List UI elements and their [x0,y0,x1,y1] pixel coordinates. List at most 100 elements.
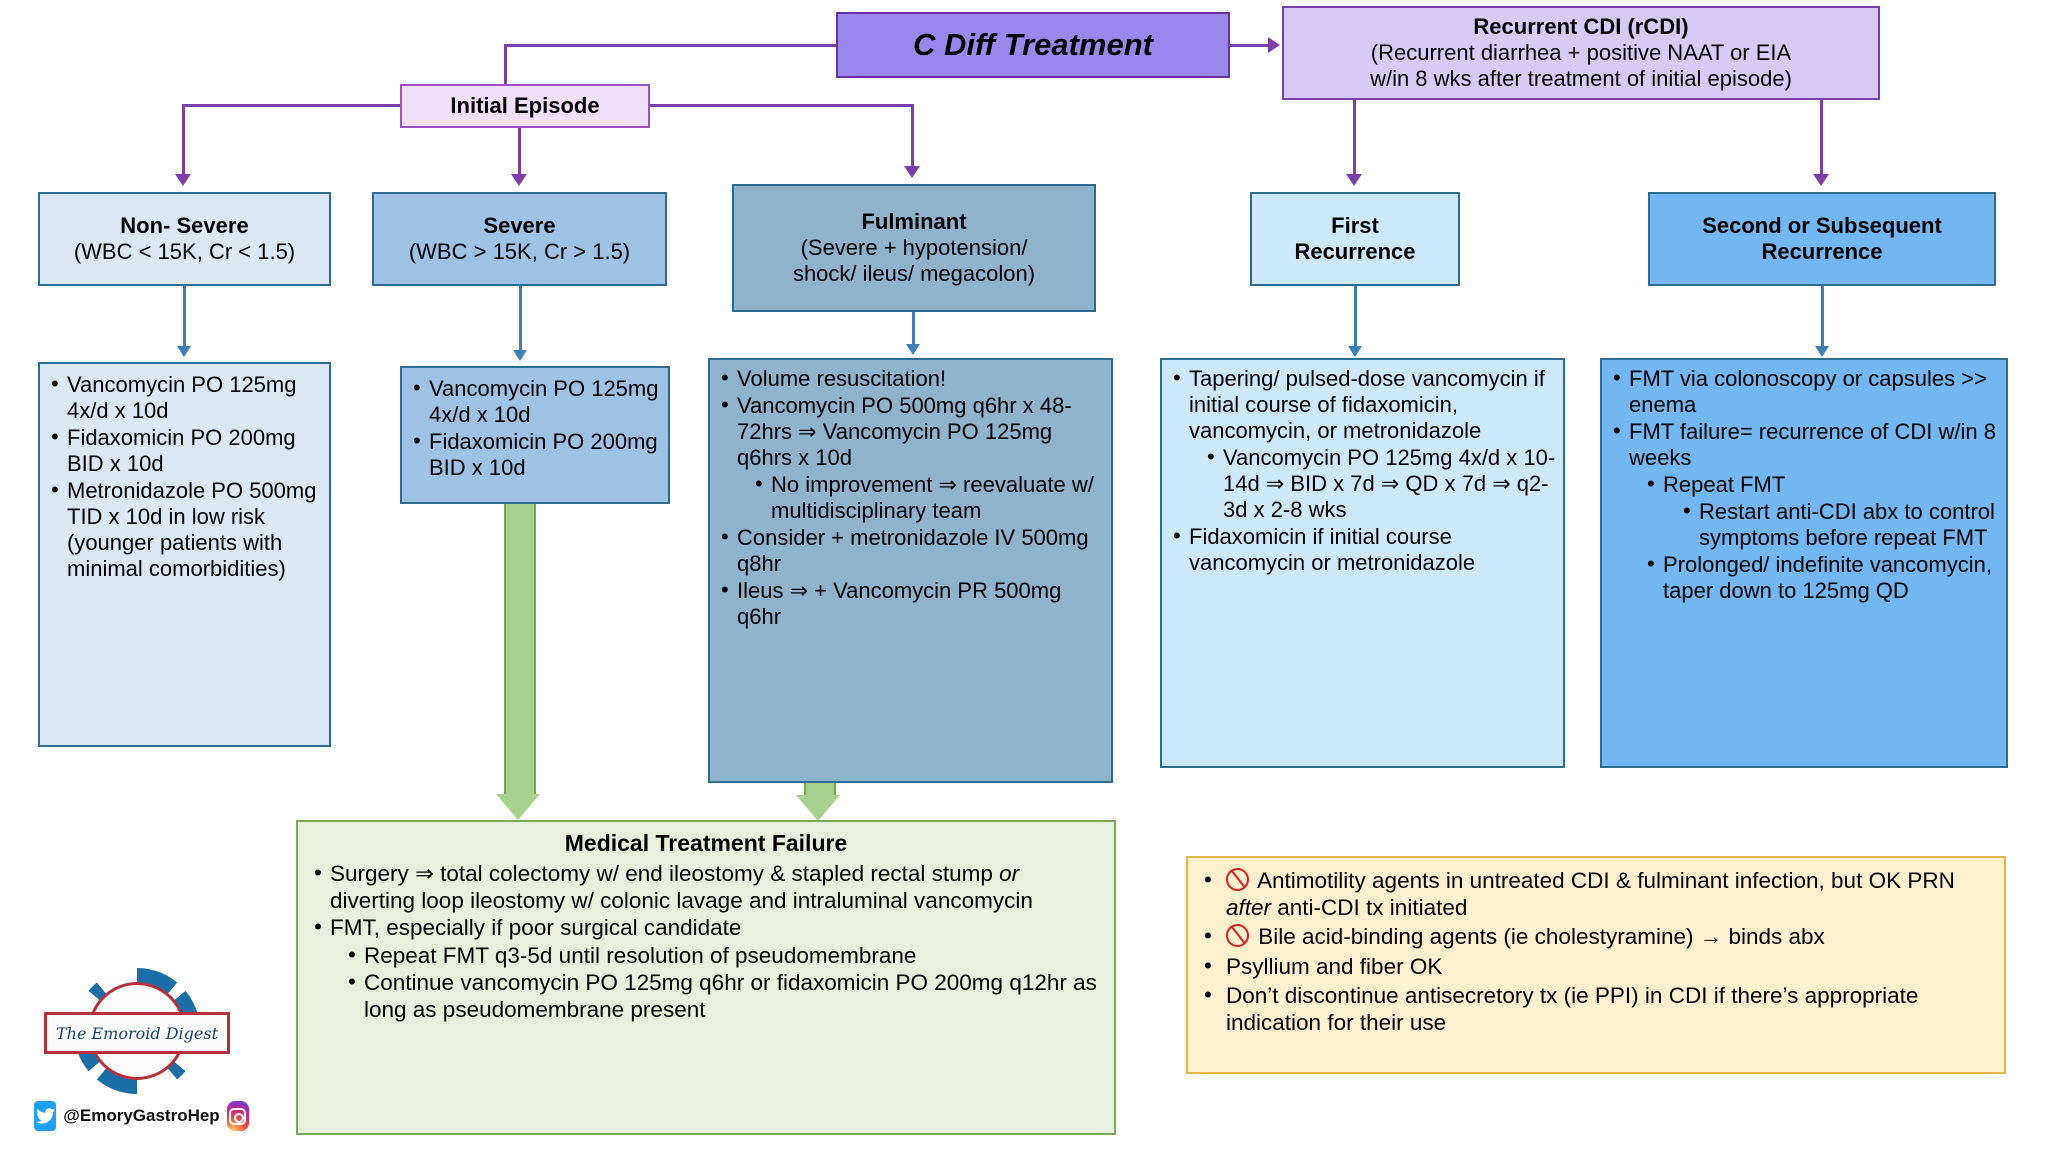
branding-block: The Emoroid Digest @EmoryGastroHep [22,968,252,1138]
arrow-severe-to-failure [496,504,540,820]
cdiff-label-rest: Treatment [995,26,1153,62]
arrow-cdiff-to-rcdi [1268,37,1280,53]
connector-first-to-tx [1354,286,1357,348]
arrow-fulminant-to-failure [796,783,840,821]
logo-ribbon: The Emoroid Digest [44,1012,230,1054]
arrow-to-severe [511,174,527,186]
fulminant-criteria-line1: (Severe + hypotension/ [800,235,1028,261]
rcdi-line3: w/in 8 wks after treatment of initial ep… [1370,65,1792,91]
rcdi-line2: (Recurrent diarrhea + positive NAAT or E… [1370,40,1792,66]
first-recurrence-line1: First [1331,213,1379,239]
first-recurrence-line2: Recurrence [1294,239,1416,264]
treatment-item: Volume resuscitation! [715,365,1106,392]
non-severe-criteria: (WBC < 15K, Cr < 1.5) [73,239,296,264]
arrow-to-second-recurrence [1813,174,1829,186]
treatment-item: Tapering/ pulsed-dose vancomycin if init… [1167,365,1558,444]
node-severe[interactable]: Severe (WBC > 15K, Cr > 1.5) [372,192,667,286]
second-recurrence-line1: Second or Subsequent [1702,213,1942,239]
failure-title: Medical Treatment Failure [564,830,848,856]
treatment-item: Vancomycin PO 125mg 4x/d x 10d [407,375,663,428]
node-first-recurrence[interactable]: First Recurrence [1250,192,1460,286]
arrow-severe-tx [513,350,527,361]
fulminant-criteria-line2: shock/ ileus/ megacolon) [792,260,1036,286]
treatment-severe[interactable]: Vancomycin PO 125mg 4x/d x 10dFidaxomici… [400,366,670,504]
treatment-item: Fidaxomicin PO 200mg BID x 10d [45,424,324,477]
node-fulminant[interactable]: Fulminant (Severe + hypotension/ shock/ … [732,184,1096,312]
treatment-item: Repeat FMT [1607,471,2001,498]
node-medical-treatment-failure[interactable]: Medical Treatment Failure Surgery ⇒ tota… [296,820,1116,1135]
treatment-item: Vancomycin PO 125mg 4x/d x 10d [45,371,324,424]
treatment-second-recurrence[interactable]: FMT via colonoscopy or capsules >> enema… [1600,358,2008,768]
connector-initial-to-nonsevere-v [182,104,185,176]
non-severe-title: Non- Severe [120,213,249,239]
cdiff-label-italic: C Diff [912,26,996,62]
failure-item: Repeat FMT q3-5d until resolution of pse… [308,942,1104,970]
treatment-item: Prolonged/ indefinite vancomycin, taper … [1607,551,2001,604]
node-cdiff-treatment[interactable]: C Diff Treatment [836,12,1230,78]
caution-note-box[interactable]: Antimotility agents in untreated CDI & f… [1186,856,2006,1074]
node-non-severe[interactable]: Non- Severe (WBC < 15K, Cr < 1.5) [38,192,331,286]
first-recurrence-treatment-list: Tapering/ pulsed-dose vancomycin if init… [1167,365,1558,576]
caution-item-list: Antimotility agents in untreated CDI & f… [1198,867,1994,1036]
arrow-to-fulminant [904,166,920,178]
treatment-item: FMT via colonoscopy or capsules >> enema [1607,365,2001,418]
treatment-item: FMT failure= recurrence of CDI w/in 8 we… [1607,418,2001,471]
severe-criteria: (WBC > 15K, Cr > 1.5) [408,239,631,264]
caution-item: Antimotility agents in untreated CDI & f… [1198,867,1994,921]
non-severe-treatment-list: Vancomycin PO 125mg 4x/d x 10dFidaxomici… [45,371,324,582]
arrow-nonsevere-tx [177,346,191,357]
node-second-recurrence[interactable]: Second or Subsequent Recurrence [1648,192,1996,286]
arrow-first-tx [1348,346,1362,357]
node-recurrent-cdi[interactable]: Recurrent CDI (rCDI) (Recurrent diarrhea… [1282,6,1880,100]
failure-item: Surgery ⇒ total colectomy w/ end ileosto… [308,860,1104,914]
connector-initial-to-severe-v [518,128,521,176]
rcdi-title: Recurrent CDI (rCDI) [1473,14,1689,40]
connector-second-to-tx [1821,286,1824,348]
caution-item: Bile acid-binding agents (ie cholestyram… [1198,923,1994,951]
failure-item-list: Surgery ⇒ total colectomy w/ end ileosto… [308,860,1104,1023]
connector-initial-branch-h [182,104,402,107]
caution-item: Psyllium and fiber OK [1198,953,1994,981]
fulminant-title: Fulminant [861,209,967,235]
fulminant-treatment-list: Volume resuscitation!Vancomycin PO 500mg… [715,365,1106,630]
social-handles-row: @EmoryGastroHep [34,1100,249,1132]
treatment-non-severe[interactable]: Vancomycin PO 125mg 4x/d x 10dFidaxomici… [38,362,331,747]
connector-initial-to-fulminant-v [911,104,914,168]
treatment-item: No improvement ⇒ reevaluate w/ multidisc… [715,471,1106,524]
logo-text: The Emoroid Digest [55,1023,219,1043]
connector-cdiff-to-initial-h [504,44,838,47]
connector-rcdi-to-second-v [1820,100,1823,176]
twitter-bird-icon[interactable] [34,1101,57,1131]
failure-item: FMT, especially if poor surgical candida… [308,914,1104,942]
treatment-item: Fidaxomicin PO 200mg BID x 10d [407,428,663,481]
treatment-item: Vancomycin PO 500mg q6hr x 48-72hrs ⇒ Va… [715,392,1106,471]
instagram-camera-icon[interactable] [226,1101,249,1131]
connector-initial-to-fulminant-h [648,104,914,107]
connector-cdiff-to-rcdi [1230,44,1270,47]
node-initial-episode[interactable]: Initial Episode [400,84,650,128]
connector-nonsevere-to-tx [183,286,186,348]
arrow-to-first-recurrence [1346,174,1362,186]
initial-episode-title: Initial Episode [450,93,600,119]
severe-treatment-list: Vancomycin PO 125mg 4x/d x 10dFidaxomici… [407,375,663,481]
treatment-first-recurrence[interactable]: Tapering/ pulsed-dose vancomycin if init… [1160,358,1565,768]
treatment-item: Metronidazole PO 500mg TID x 10d in low … [45,477,324,582]
treatment-item: Ileus ⇒ + Vancomycin PR 500mg q6hr [715,577,1106,630]
prohibited-icon [1226,924,1249,948]
treatment-item: Vancomycin PO 125mg 4x/d x 10-14d ⇒ BID … [1167,444,1558,523]
social-handle-text: @EmoryGastroHep [63,1106,220,1125]
severe-title: Severe [483,213,556,239]
arrow-fulminant-tx [906,344,920,355]
arrow-to-nonsevere [175,174,191,186]
second-recurrence-treatment-list: FMT via colonoscopy or capsules >> enema… [1607,365,2001,604]
prohibited-icon [1226,868,1249,891]
second-recurrence-line2: Recurrence [1761,239,1883,264]
treatment-item: Restart anti-CDI abx to control symptoms… [1607,498,2001,551]
connector-severe-to-tx [519,286,522,352]
treatment-fulminant[interactable]: Volume resuscitation!Vancomycin PO 500mg… [708,358,1113,783]
treatment-item: Consider + metronidazole IV 500mg q8hr [715,524,1106,577]
failure-item: Continue vancomycin PO 125mg q6hr or fid… [308,969,1104,1023]
treatment-item: Fidaxomicin if initial course vancomycin… [1167,523,1558,576]
arrow-second-tx [1815,346,1829,357]
caution-item: Don’t discontinue antisecretory tx (ie P… [1198,982,1994,1036]
